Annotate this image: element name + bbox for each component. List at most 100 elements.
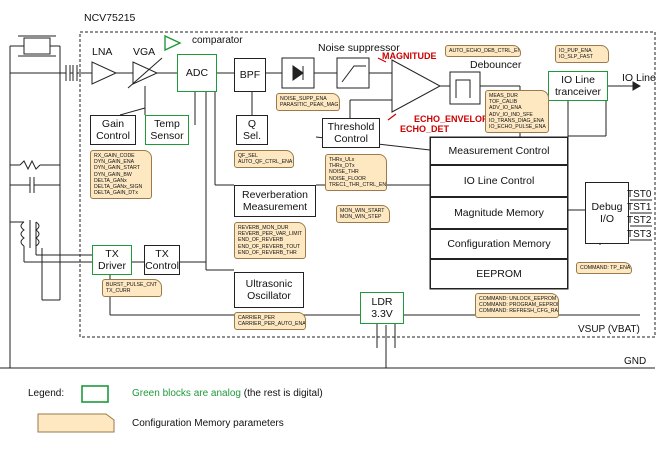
config-param: COMMAND: REFRESH_CFG_RAM: [479, 308, 559, 315]
magnitude-signal-label: MAGNITUDE: [382, 51, 437, 61]
gnd-label: GND: [624, 356, 647, 367]
transformer-symbol: [20, 221, 25, 247]
config-param: MON_WIN_START: [340, 208, 385, 214]
config-param: DYN_GAIN_ENA: [94, 159, 135, 166]
config-param: BURST_PULSE_CNT: [106, 282, 158, 288]
ldr-line2: 3.3V: [371, 308, 393, 320]
config-param: IO_ECHO_PULSE_ENA: [489, 124, 546, 131]
chip-name: NCV75215: [84, 12, 136, 24]
adc-block: ADC: [177, 54, 217, 92]
io-line-control-block: IO Line Control: [430, 165, 568, 197]
config-param: REVERB_PER_VAR_LIMIT: [238, 231, 303, 238]
tst2-label: TST2: [627, 215, 652, 226]
ultrasonic-line1: Ultrasonic: [245, 278, 293, 290]
temp-sensor-line1: Temp: [154, 118, 180, 130]
config-param: MON_WIN_STEP: [340, 214, 382, 221]
debug-io-line1: Debug: [591, 201, 623, 213]
lna-label: LNA: [92, 46, 113, 58]
config-param: COMMAND: TP_ENA: [580, 265, 631, 271]
legend-analog-swatch: [81, 385, 109, 403]
vga-label: VGA: [133, 46, 156, 58]
config-param: PARASITIC_PEAK_MAG: [280, 102, 339, 109]
legend-title: Legend:: [28, 388, 65, 399]
measurement-control-block: Measurement Control: [430, 137, 568, 165]
configuration-memory-block: Configuration Memory: [430, 229, 568, 259]
config-param: REVERB_MON_DUR: [238, 225, 289, 231]
tx-driver-line2: Driver: [98, 260, 126, 272]
noise-suppressor-label: Noise suppressor: [318, 42, 400, 54]
config-param: DYN_GAIN_BW: [94, 171, 132, 178]
config-param: THRx_ULx: [329, 157, 355, 163]
tx-control-line1: TX: [155, 248, 169, 260]
q-sel-line2: Sel.: [242, 130, 262, 142]
echo-det-signal-label: ECHO_DET: [400, 124, 450, 134]
config-param: ADV_IO_IND_SFE: [489, 111, 533, 118]
q-sel-block: Q Sel.: [236, 115, 268, 145]
config-param: DELTA_GANx: [94, 177, 127, 184]
config-param: ADV_IO_ENA: [489, 105, 522, 112]
ultrasonic-oscillator-block: Ultrasonic Oscillator: [234, 272, 304, 308]
config-param: AUTO_ECHO_DEB_CTRL_ENA: [449, 48, 521, 54]
debouncer-label: Debouncer: [470, 59, 522, 71]
config-param: NOISE_THR: [329, 169, 359, 176]
transducer-symbol: [23, 37, 51, 55]
q-sel-line1: Q: [247, 118, 257, 130]
gain-control-line2: Control: [96, 130, 130, 142]
config-param: THRx_DTx: [329, 163, 355, 170]
config-param: END_OF_REVERB_THR: [238, 249, 297, 256]
config-param: END_OF_REVERB: [238, 237, 284, 244]
config-param: NOISE_FLOOR: [329, 175, 366, 182]
ultrasonic-line2: Oscillator: [247, 290, 291, 302]
tx-control-line2: Control: [145, 260, 179, 272]
tx-driver-block: TX Driver: [92, 245, 132, 275]
legend-analog-rest-text: (the rest is digital): [240, 388, 323, 399]
config-param: COMMAND: UNLOCK_EEPROM: [479, 296, 557, 302]
threshold-line1: Threshold: [327, 121, 375, 133]
bpf-block: BPF: [234, 58, 266, 92]
io-transceiver-line2: tranceiver: [554, 86, 602, 98]
tx-driver-line1: TX: [105, 248, 119, 260]
config-param: MEAS_DUR: [489, 93, 518, 99]
config-param: TREC1_THR_CTRL_ENA: [329, 181, 387, 188]
config-param: QF_SEL: [238, 153, 258, 159]
config-param: IO_TRANS_DIAG_ENA: [489, 117, 545, 124]
threshold-line2: Control: [334, 133, 368, 145]
config-param: IO_SLP_FAST: [559, 54, 594, 61]
config-param: NOISE_SUPP_ENA: [280, 96, 327, 102]
comparator-label: comparator: [192, 35, 243, 46]
io-line-transceiver-block: IO Line tranceiver: [548, 71, 608, 101]
reverberation-block: Reverberation Measurement: [234, 185, 316, 217]
resistor-symbol: [19, 159, 41, 171]
reverb-line2: Measurement: [242, 201, 308, 213]
threshold-control-block: Threshold Control: [322, 118, 380, 148]
legend-analog-green-text: Green blocks are analog: [132, 388, 241, 399]
config-param: DELTA_GANx_SIGN: [94, 184, 143, 191]
tst1-label: TST1: [627, 202, 652, 213]
legend-config-text: Configuration Memory parameters: [132, 418, 284, 429]
io-line-label: IO Line: [622, 72, 656, 84]
config-debug-callout: COMMAND: TP_ENA: [576, 262, 632, 275]
config-param: CARRIER_PER: [238, 315, 275, 321]
gain-control-block: Gain Control: [90, 115, 136, 145]
reverb-line1: Reverberation: [242, 189, 308, 201]
config-param: CARRIER_PER_AUTO_ENA: [238, 321, 306, 328]
legend-config-swatch: [37, 413, 115, 433]
eeprom-block: EEPROM: [430, 259, 568, 289]
config-param: RX_GAIN_CODE: [94, 153, 135, 159]
debug-io-line2: I/O: [599, 213, 614, 225]
debug-io-block: Debug I/O: [585, 182, 629, 244]
config-param: TOF_CALIB: [489, 99, 518, 106]
gain-control-line1: Gain: [101, 118, 125, 130]
legend-analog-text: Green blocks are analog (the rest is dig…: [132, 388, 323, 399]
